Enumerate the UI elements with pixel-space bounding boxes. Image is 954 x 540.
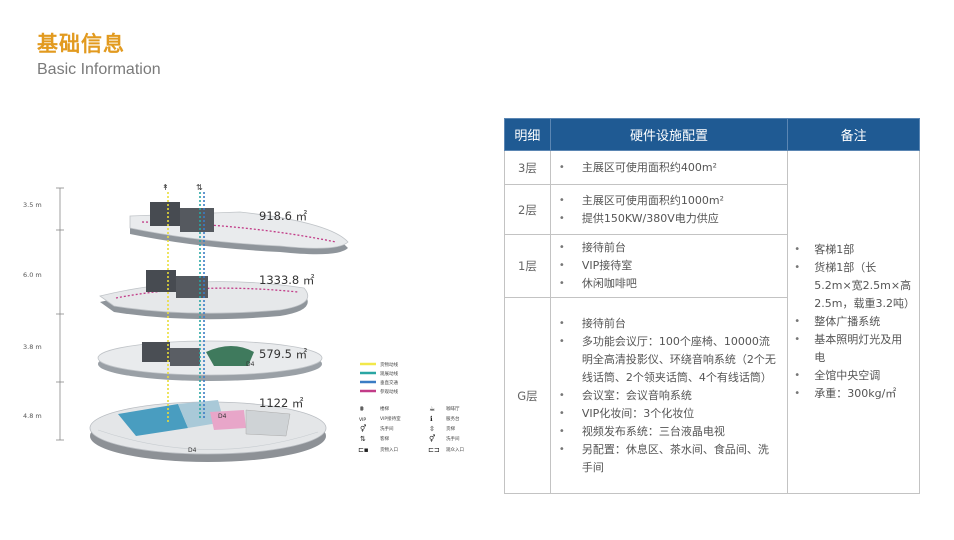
height-label: 6.0 m xyxy=(23,271,42,279)
floor-1-plate xyxy=(97,340,323,381)
list-item: 主展区可使用面积约1000m² xyxy=(555,192,779,210)
height-label: 4.8 m xyxy=(23,412,42,420)
vertical-circulation xyxy=(167,192,205,422)
list-item: 多功能会议厅：100个座椅、10000流明全高清投影仪、环绕音响系统（2个无线话… xyxy=(555,333,779,387)
table-header-row: 明细 硬件设施配置 备注 xyxy=(504,118,920,151)
legend-label: 货物动线 xyxy=(380,361,398,368)
list-item: 货梯1部（长5.2m×宽2.5m×高2.5m，载重3.2吨） xyxy=(790,259,915,313)
header-notes: 备注 xyxy=(787,118,920,151)
floor-cell: 2层 xyxy=(504,184,551,235)
list-item: 提供150KW/380V电力供应 xyxy=(555,210,779,228)
table-row: G层 接待前台 多功能会议厅：100个座椅、10000流明全高清投影仪、环绕音响… xyxy=(504,297,920,494)
list-item: 休闲咖啡吧 xyxy=(555,275,779,293)
floor-cell: 1层 xyxy=(504,234,551,298)
visitor-entrance-icon: ⊏⊐ xyxy=(428,446,440,454)
list-item: VIP接待室 xyxy=(555,257,779,275)
table-row: 1层 接待前台 VIP接待室 休闲咖啡吧 xyxy=(504,234,920,298)
floor-3-plate xyxy=(129,202,349,255)
floor-diagram: 3.5 m 6.0 m 3.8 m 4.8 m xyxy=(18,178,480,468)
gate-label: D4 xyxy=(246,361,255,368)
floor-g-plate xyxy=(89,400,327,462)
legend-label: 服务台 xyxy=(446,415,460,422)
area-label-3: 918.6 ㎡ xyxy=(259,209,308,223)
height-label: 3.8 m xyxy=(23,343,42,351)
legend-label: 观众入口 xyxy=(446,447,464,453)
gate-label: D4 xyxy=(218,413,227,420)
hardware-cell: 接待前台 多功能会议厅：100个座椅、10000流明全高清投影仪、环绕音响系统（… xyxy=(549,297,789,494)
legend-label: 客梯 xyxy=(380,435,389,442)
legend-label: 货梯 xyxy=(446,425,455,432)
legend-label: 垂直交通 xyxy=(380,379,398,386)
legend-label: 货物入口 xyxy=(380,446,398,453)
legend: 货物动线 观展动线 垂直交通 参观动线 ⩩ VIP ⚥ ⇅ ⊏▪ 楼梯 VIP接… xyxy=(358,361,464,454)
header-detail: 明细 xyxy=(504,118,551,151)
list-item: 主展区可使用面积约400m² xyxy=(555,159,779,177)
legend-label: 洗手间 xyxy=(380,425,394,432)
vip-icon: VIP xyxy=(359,417,366,423)
list-item: 会议室：会议音响系统 xyxy=(555,387,779,405)
notes-cell: 客梯1部 货梯1部（长5.2m×宽2.5m×高2.5m，载重3.2吨） 整体广播… xyxy=(787,150,920,494)
elevator-icon: ⇅ xyxy=(196,183,203,192)
list-item: 基本照明灯光及用电 xyxy=(790,331,913,367)
freight-elevator-icon: ⇳ xyxy=(429,425,435,433)
area-label-1: 579.5 ㎡ xyxy=(259,347,308,361)
table-row: 2层 主展区可使用面积约1000m² 提供150KW/380V电力供应 xyxy=(504,184,920,235)
facility-table: 明细 硬件设施配置 备注 3层 主展区可使用面积约400m² 客梯1部 货梯1部… xyxy=(504,118,920,494)
area-label-g: 1122 ㎡ xyxy=(259,396,304,410)
header-hardware: 硬件设施配置 xyxy=(549,118,789,151)
legend-label: 咖啡厅 xyxy=(446,405,460,412)
list-item: 承重：300kg/㎡ xyxy=(790,385,913,403)
list-item: 接待前台 xyxy=(555,239,779,257)
floor-cell: G层 xyxy=(504,297,551,494)
list-item: VIP化妆间：3个化妆位 xyxy=(555,405,779,423)
legend-label: 参观动线 xyxy=(380,388,398,395)
stair-icon: ⩩ xyxy=(360,405,364,413)
floor-cell: 3层 xyxy=(504,150,551,185)
page-subtitle: Basic Information xyxy=(37,61,161,78)
info-icon: ℹ xyxy=(430,415,433,423)
stair-icon: ↟ xyxy=(162,183,169,192)
list-item: 客梯1部 xyxy=(790,241,913,259)
list-item: 视频发布系统：三台液晶电视 xyxy=(555,423,779,441)
restroom-icon: ⚥ xyxy=(429,434,435,443)
legend-label: VIP接待室 xyxy=(380,415,401,422)
height-label: 3.5 m xyxy=(23,201,42,209)
restroom-icon: ⚥ xyxy=(360,424,366,433)
list-item: 另配置：休息区、茶水间、食品间、洗手间 xyxy=(555,441,779,477)
height-scale xyxy=(56,187,64,441)
hardware-cell: 主展区可使用面积约1000m² 提供150KW/380V电力供应 xyxy=(549,184,789,235)
legend-label: 洗手间 xyxy=(446,435,460,442)
legend-label: 楼梯 xyxy=(380,405,389,412)
page-title: 基础信息 xyxy=(37,32,125,56)
cargo-entrance-icon: ⊏▪ xyxy=(358,446,369,454)
list-item: 全馆中央空调 xyxy=(790,367,913,385)
hardware-cell: 接待前台 VIP接待室 休闲咖啡吧 xyxy=(549,234,789,298)
elevator-icon: ⇅ xyxy=(360,435,366,443)
list-item: 整体广播系统 xyxy=(790,313,913,331)
legend-label: 观展动线 xyxy=(380,370,398,377)
table-row: 3层 主展区可使用面积约400m² 客梯1部 货梯1部（长5.2m×宽2.5m×… xyxy=(504,150,920,494)
hardware-cell: 主展区可使用面积约400m² xyxy=(549,150,789,185)
gate-label: D4 xyxy=(188,447,197,454)
coffee-icon: ☕ xyxy=(429,405,435,413)
list-item: 接待前台 xyxy=(555,315,779,333)
area-label-2: 1333.8 ㎡ xyxy=(259,273,315,287)
